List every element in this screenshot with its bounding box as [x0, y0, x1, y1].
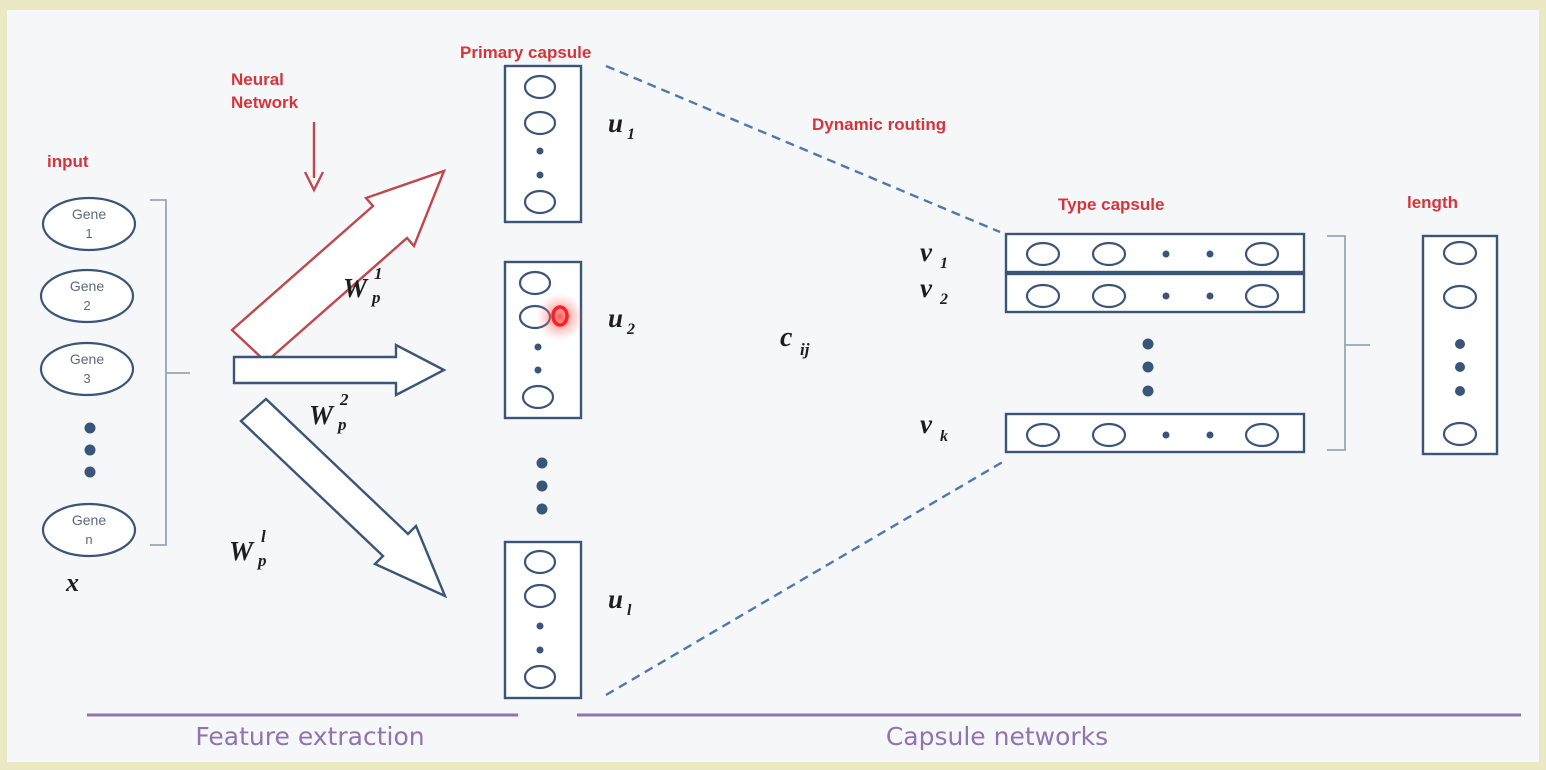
wp2-sub: p	[336, 415, 347, 434]
wpl-sup: l	[261, 527, 266, 546]
primary-capsule-ellipsis	[536, 457, 548, 515]
ul-sub: l	[627, 602, 632, 619]
ul-base: u	[608, 584, 623, 614]
u1-node-last	[523, 189, 557, 215]
u2-node-last	[521, 384, 555, 410]
red-weight-arrow-wp1	[230, 169, 447, 364]
type-capsule-ellipsis	[1142, 338, 1154, 397]
label-v1: v 1	[920, 237, 948, 272]
length-label: length	[1407, 193, 1458, 212]
v2-base: v	[920, 273, 933, 303]
gene-node-1-index: 1	[85, 226, 92, 241]
ul-node-last	[523, 664, 557, 690]
primary-capsule-label: Primary capsule	[460, 43, 591, 62]
u1-sub: 1	[627, 126, 635, 143]
feature-extraction-label: Feature extraction	[195, 722, 424, 751]
u2-sub: 2	[626, 321, 635, 338]
blue-weight-arrow-wpl	[239, 397, 448, 599]
neural-network-label-line2: Network	[231, 93, 299, 112]
length-vector	[1421, 234, 1499, 456]
type-capsule-label: Type capsule	[1058, 195, 1164, 214]
weight-label-wpl: W p l	[229, 527, 267, 570]
input-bracket	[150, 199, 190, 546]
type-capsule-vk	[1004, 412, 1306, 454]
u1-base: u	[608, 108, 623, 138]
type-capsule-v1	[1004, 232, 1306, 274]
vk-sub: k	[940, 428, 948, 445]
primary-capsule-ul	[503, 540, 583, 700]
input-vector-x: x	[65, 568, 79, 597]
u1-node-1	[523, 74, 557, 100]
label-u1: u 1	[608, 108, 635, 143]
gene-node-2: Gene 2	[39, 268, 135, 324]
label-vk: v k	[920, 409, 948, 445]
gene-node-2-index: 2	[83, 298, 90, 313]
blue-weight-arrow-wp2	[232, 343, 447, 397]
type-capsule-bracket	[1327, 235, 1370, 451]
u2-base: u	[608, 303, 623, 333]
neural-network-label-line1: Neural	[231, 70, 284, 89]
dynamic-routing-label: Dynamic routing	[812, 115, 946, 134]
label-v2: v 2	[920, 273, 948, 308]
neural-network-pointer-arrow	[303, 122, 325, 193]
routing-dashed-line-top	[605, 64, 1001, 234]
wp1-sub: p	[370, 288, 381, 307]
gene-node-n: Gene n	[41, 502, 137, 558]
wp2-base: W	[309, 400, 335, 430]
weight-label-wp1: W p 1	[343, 264, 383, 307]
label-ul: u l	[608, 584, 632, 619]
gene-node-n-word: Gene	[72, 512, 106, 528]
vk-base: v	[920, 409, 933, 439]
gene-node-3-word: Gene	[70, 351, 104, 367]
capsule-networks-label: Capsule networks	[886, 722, 1108, 751]
primary-capsule-u1	[503, 64, 583, 224]
cij-sub: ij	[800, 340, 810, 359]
routing-dashed-line-bottom	[605, 458, 1007, 697]
cursor-highlight	[536, 293, 584, 341]
wpl-base: W	[229, 536, 255, 566]
v1-base: v	[920, 237, 933, 267]
u2-node-1	[518, 270, 552, 296]
gene-node-2-word: Gene	[70, 278, 104, 294]
ul-node-2	[523, 583, 557, 609]
wp1-base: W	[343, 273, 369, 303]
cij-base: c	[780, 322, 793, 353]
type-capsule-v2	[1004, 272, 1306, 314]
v2-sub: 2	[939, 291, 948, 308]
gene-node-1: Gene 1	[41, 196, 137, 252]
gene-node-3: Gene 3	[39, 341, 135, 397]
label-cij: c ij	[780, 322, 810, 359]
primary-capsule-u2	[503, 260, 583, 420]
gene-node-3-index: 3	[83, 371, 90, 386]
weight-label-wp2: W p 2	[309, 390, 349, 434]
ul-node-1	[523, 549, 557, 575]
u1-node-2	[523, 110, 557, 136]
label-u2: u 2	[608, 303, 635, 338]
v1-sub: 1	[940, 255, 948, 272]
wpl-sub: p	[256, 551, 267, 570]
gene-ellipsis	[84, 422, 96, 478]
wp1-sup: 1	[374, 264, 383, 283]
gene-node-n-index: n	[85, 532, 92, 547]
wp2-sup: 2	[339, 390, 349, 409]
gene-node-1-word: Gene	[72, 206, 106, 222]
input-label: input	[47, 152, 89, 171]
